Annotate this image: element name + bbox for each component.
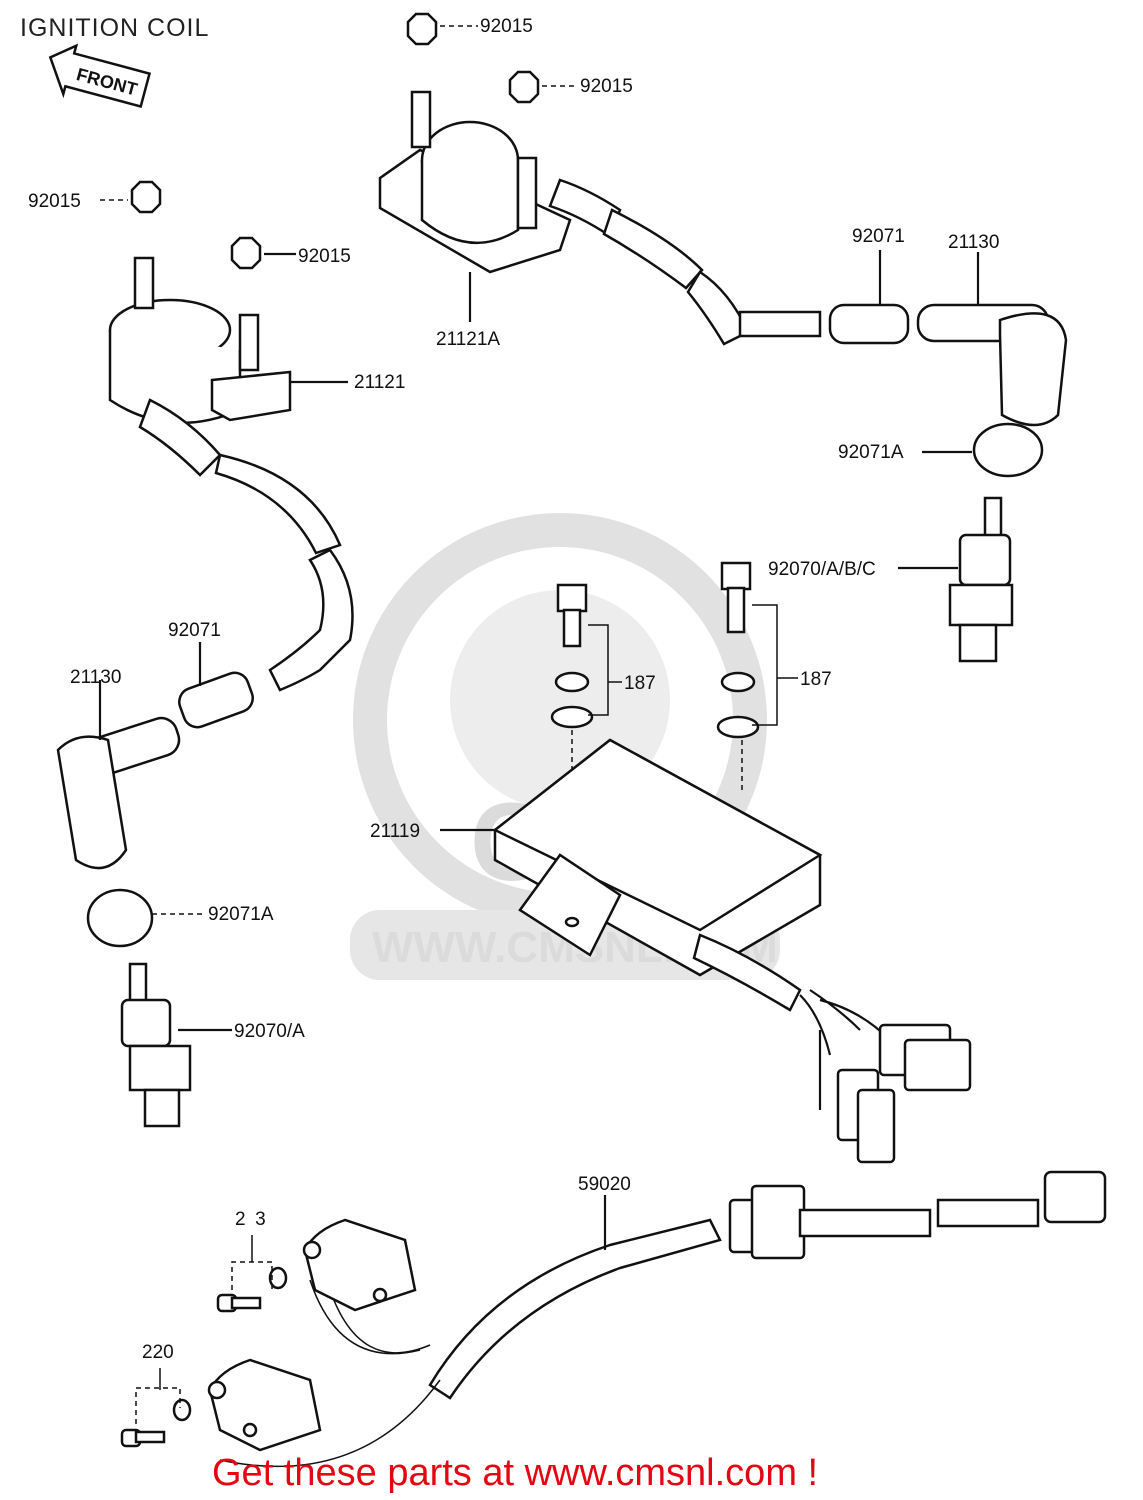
spark-plug-92070-right: 92070/A/B/C bbox=[768, 496, 1014, 663]
label-nut-2: 92015 bbox=[580, 76, 633, 97]
pickup-coil-upper bbox=[302, 1218, 417, 1312]
label-nut-3: 92015 bbox=[28, 191, 81, 212]
nut-92015-a: 92015 bbox=[406, 12, 533, 46]
label-igniter: 21119 bbox=[370, 821, 420, 842]
ignition-coil-left: 21121 bbox=[108, 256, 405, 692]
plug-cap-21130-right: 21130 bbox=[916, 232, 1068, 427]
igniter-21119: 21119 bbox=[370, 738, 972, 1164]
label-nut-1: 92015 bbox=[480, 16, 533, 37]
spark-plug-92070-left: 92070/A bbox=[120, 962, 305, 1128]
label-screw-lower: 220 bbox=[142, 1342, 174, 1363]
label-plug-left: 92070/A bbox=[234, 1021, 305, 1042]
promo-link[interactable]: Get these parts at www.cmsnl.com ! bbox=[212, 1452, 819, 1494]
label-cap-left: 21130 bbox=[70, 667, 121, 688]
nut-92015-d: 92015 bbox=[230, 236, 351, 270]
label-bolt-right: 187 bbox=[800, 669, 832, 690]
label-plug-right: 92070/A/B/C bbox=[768, 559, 876, 580]
seal-92071-right: 92071 bbox=[828, 226, 910, 345]
label-seal-right: 92071 bbox=[852, 226, 905, 247]
screw-upper: 2 3 bbox=[216, 1209, 288, 1313]
label-bolt-left: 187 bbox=[624, 673, 656, 694]
label-cap-right: 21130 bbox=[948, 232, 999, 253]
bolt-washer-187-right: 187 bbox=[716, 561, 832, 790]
front-arrow: FRONT bbox=[48, 43, 152, 108]
label-coil-right: 21121A bbox=[436, 329, 500, 350]
label-screw-upper: 2 3 bbox=[235, 1209, 266, 1230]
cover-92071A-left: 92071A bbox=[86, 888, 274, 948]
pickup-coil-lower bbox=[207, 1358, 322, 1452]
wiring-harness-59020: 59020 bbox=[219, 1170, 1107, 1468]
label-harness: 59020 bbox=[578, 1174, 631, 1195]
plug-cap-21130-left: 21130 bbox=[56, 667, 181, 870]
screw-lower: 220 bbox=[120, 1342, 192, 1448]
cover-92071A-right: 92071A bbox=[838, 422, 1044, 478]
label-coil-left: 21121 bbox=[354, 372, 405, 393]
nut-92015-b: 92015 bbox=[508, 70, 633, 104]
bolt-washer-187-left: 187 bbox=[550, 583, 656, 900]
seal-92071-left: 92071 bbox=[168, 620, 254, 729]
label-nut-4: 92015 bbox=[298, 246, 351, 267]
label-cover-left: 92071A bbox=[208, 904, 274, 925]
label-seal-left: 92071 bbox=[168, 620, 221, 641]
label-cover-right: 92071A bbox=[838, 442, 904, 463]
ignition-coil-right: 21121A bbox=[378, 90, 822, 350]
page-title: IGNITION COIL bbox=[20, 14, 210, 42]
nut-92015-c: 92015 bbox=[28, 180, 162, 214]
